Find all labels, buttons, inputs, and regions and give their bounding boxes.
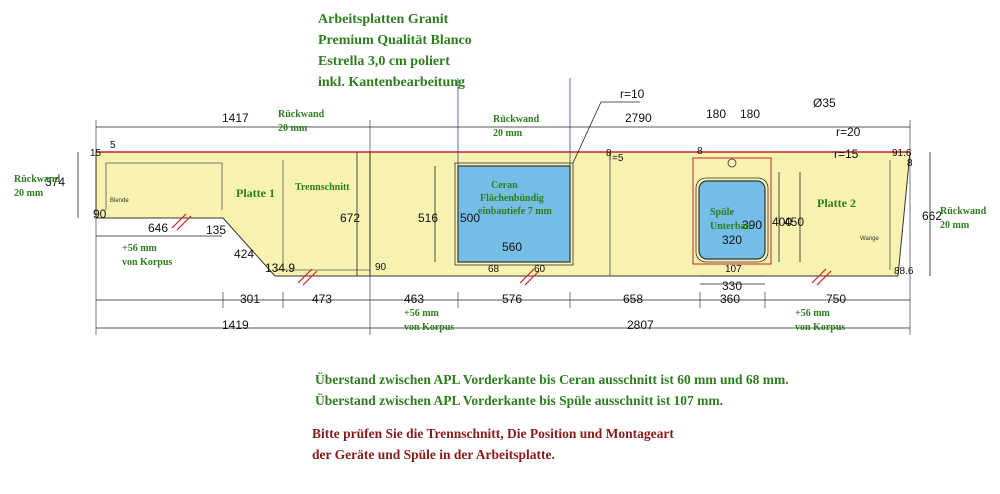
svg-text:20 mm: 20 mm: [493, 128, 523, 139]
dim-90a: 90: [93, 207, 107, 221]
dim-top-left: 1417: [222, 111, 249, 125]
dim-r20: r=20: [836, 125, 861, 139]
dim-60: 60: [534, 264, 546, 275]
dim-500: 500: [460, 211, 480, 225]
dim-91-6: 91.6: [892, 148, 912, 159]
dim-750: 750: [826, 292, 846, 306]
dim-180b: 180: [740, 107, 760, 121]
tap-hole: [727, 158, 737, 168]
svg-text:von Korpus: von Korpus: [404, 322, 454, 333]
dim-180a: 180: [706, 107, 726, 121]
dim-total-right: 2807: [627, 318, 654, 332]
dim-d35: Ø35: [813, 96, 836, 110]
dim-560: 560: [502, 240, 522, 254]
dim-134-9: 134.9: [265, 261, 295, 275]
ceran-cutout: [457, 165, 571, 263]
label-ruckwand-left: Rückwand: [14, 174, 61, 185]
label-ruckwand-top2: Rückwand: [493, 114, 540, 125]
dim-5: 5: [110, 140, 116, 151]
dim-90b: 90: [375, 262, 387, 273]
header-line: Arbeitsplatten Granit: [318, 12, 449, 27]
svg-text:einbautiefe 7 mm: einbautiefe 7 mm: [478, 206, 553, 217]
dim-15: 15: [90, 148, 102, 159]
dim-107: 107: [725, 264, 742, 275]
dim-424: 424: [234, 247, 254, 261]
svg-text:20 mm: 20 mm: [940, 220, 970, 231]
label-platte-2: Platte 2: [817, 196, 856, 210]
dim-658: 658: [623, 292, 643, 306]
header-line: Premium Qualität Blanco: [318, 33, 472, 48]
spule-cutout: [698, 180, 766, 260]
dim-646: 646: [148, 221, 168, 235]
label-ceran: Ceran: [491, 180, 518, 191]
header-text: Arbeitsplatten Granit Premium Qualität B…: [318, 9, 472, 93]
label-trennschnitt: Trennschnitt: [295, 182, 350, 193]
dim-330: 330: [722, 279, 742, 293]
dim-8a: 8: [606, 148, 612, 159]
svg-text:Unterbau: Unterbau: [710, 221, 752, 232]
svg-text:von Korpus: von Korpus: [795, 322, 845, 333]
label-spule: Spüle: [710, 207, 734, 218]
note-line-3: Bitte prüfen Sie die Trennschnitt, Die P…: [312, 426, 674, 441]
svg-text:20 mm: 20 mm: [278, 123, 308, 134]
dim-5b: =5: [612, 153, 624, 164]
label-ruckwand-top1: Rückwand: [278, 109, 325, 120]
dim-473: 473: [312, 292, 332, 306]
dim-374: 374: [45, 175, 65, 189]
dim-8b: 8: [697, 146, 703, 157]
dim-516: 516: [418, 211, 438, 225]
svg-text:von Korpus: von Korpus: [122, 257, 172, 268]
dim-135: 135: [206, 223, 226, 237]
dim-top-right: 2790: [625, 111, 652, 125]
dim-450: 450: [784, 215, 804, 229]
dim-total-left: 1419: [222, 318, 249, 332]
label-platte-1: Platte 1: [236, 186, 275, 200]
dim-463: 463: [404, 292, 424, 306]
svg-text:Flächenbündig: Flächenbündig: [480, 193, 544, 204]
dim-320: 320: [722, 233, 742, 247]
dim-390: 390: [742, 218, 762, 232]
dim-672: 672: [340, 211, 360, 225]
svg-text:20 mm: 20 mm: [14, 188, 44, 199]
dim-301: 301: [240, 292, 260, 306]
dim-576: 576: [502, 292, 522, 306]
dim-662: 662: [922, 209, 942, 223]
label-blende: Blende: [110, 198, 129, 204]
dim-8c: 8: [907, 158, 913, 169]
dim-68: 68: [488, 264, 500, 275]
label-wange: Wange: [860, 236, 879, 242]
note-line-4: der Geräte und Spüle in der Arbeitsplatt…: [312, 447, 555, 462]
note-line-2: Überstand zwischen APL Vorderkante bis S…: [315, 393, 724, 408]
dim-r15: r=15: [834, 147, 859, 161]
header-line: Estrella 3,0 cm poliert: [318, 54, 450, 69]
label-korpus-2: +56 mm: [404, 308, 440, 319]
label-ruckwand-right: Rückwand: [940, 206, 987, 217]
dim-r10: r=10: [620, 87, 645, 101]
label-korpus-3: +56 mm: [795, 308, 831, 319]
label-korpus-1: +56 mm: [122, 243, 158, 254]
dim-400: 400: [772, 215, 792, 229]
dim-360: 360: [720, 292, 740, 306]
dim-88-6: 88.6: [894, 266, 914, 277]
note-line-1: Überstand zwischen APL Vorderkante bis C…: [315, 372, 789, 387]
header-line: inkl. Kantenbearbeitung: [318, 75, 466, 90]
